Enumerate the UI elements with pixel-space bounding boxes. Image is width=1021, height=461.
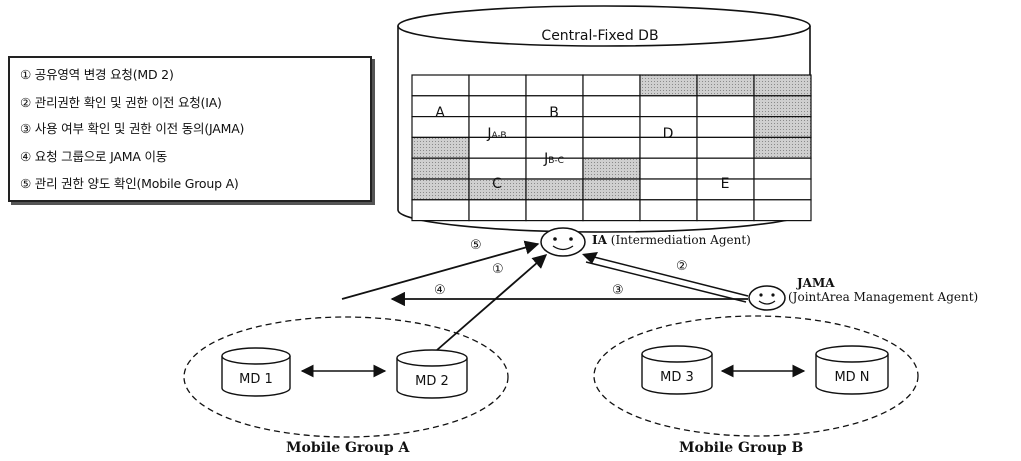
db-grid-cell	[582, 115, 641, 138]
ia-full: (Intermediation Agent)	[610, 233, 751, 247]
mdn-cylinder	[815, 345, 889, 395]
db-grid-cell	[753, 136, 812, 159]
db-grid-cell	[696, 74, 755, 97]
db-grid-cell	[411, 178, 470, 201]
db-grid-cell	[696, 199, 755, 222]
legend-box: ① 공유영역 변경 요청(MD 2) ② 관리권한 확인 및 권한 이전 요청(…	[8, 56, 372, 202]
cell-jab-sub: A-B	[491, 131, 507, 141]
cell-jab: JA-B	[477, 126, 517, 142]
step5-arrow	[341, 240, 540, 300]
md2-cylinder	[396, 349, 468, 399]
db-grid-cell	[753, 115, 812, 138]
db-grid-cell	[582, 199, 641, 222]
cell-jbc-main: J	[544, 151, 549, 167]
cell-a: A	[435, 105, 445, 121]
step5-label: ⑤	[470, 238, 482, 253]
jama-agent-icon	[748, 285, 786, 311]
step2-label: ②	[676, 259, 688, 274]
step2-arrow	[582, 252, 749, 303]
cell-b: B	[549, 105, 559, 121]
cell-jbc-sub: B-C	[548, 156, 564, 166]
db-grid-cell	[468, 74, 527, 97]
mobile-group-b-ellipse	[593, 315, 919, 437]
db-grid-cell	[582, 95, 641, 118]
cell-jab-main: J	[487, 126, 492, 142]
db-grid-cell	[753, 95, 812, 118]
jama-full: (JointArea Management Agent)	[788, 290, 979, 304]
db-grid-cell	[753, 74, 812, 97]
ia-agent-label: IA (Intermediation Agent)	[592, 233, 751, 247]
cell-e: E	[720, 176, 730, 192]
db-grid-cell	[582, 178, 641, 201]
md3-cylinder	[641, 345, 713, 395]
db-grid-cell	[411, 74, 470, 97]
db-grid-cell	[411, 157, 470, 180]
db-grid-cell	[639, 74, 698, 97]
db-grid-cell	[582, 74, 641, 97]
db-grid-cell	[639, 157, 698, 180]
db-grid-cell	[525, 74, 584, 97]
db-grid-cell	[696, 115, 755, 138]
md1-cylinder	[221, 347, 291, 397]
db-grid-cell	[639, 178, 698, 201]
step1-arrow	[436, 254, 548, 351]
md2-label: MD 2	[415, 374, 449, 389]
legend-step5: ⑤ 관리 권한 양도 확인(Mobile Group A)	[20, 176, 239, 191]
legend-step3: ③ 사용 여부 확인 및 권한 이전 동의(JAMA)	[20, 121, 245, 136]
db-grid-cell	[639, 95, 698, 118]
legend-step2: ② 관리권한 확인 및 권한 이전 요청(IA)	[20, 95, 222, 110]
md3-label: MD 3	[660, 370, 694, 385]
db-grid-cell	[468, 95, 527, 118]
mobile-group-a-ellipse	[183, 316, 509, 438]
step4-label: ④	[434, 283, 446, 298]
db-title: Central-Fixed DB	[541, 28, 659, 44]
step3-label: ③	[612, 283, 624, 298]
ia-short: IA	[592, 233, 607, 247]
db-grid-cell	[753, 199, 812, 222]
mobile-group-a-label: Mobile Group A	[286, 440, 410, 456]
db-grid	[411, 74, 812, 222]
db-grid-cell	[411, 199, 470, 222]
db-grid-cell	[525, 178, 584, 201]
db-grid-cell	[753, 178, 812, 201]
cell-jbc: JB-C	[534, 151, 574, 167]
step1-label: ①	[492, 262, 504, 277]
legend-step1: ① 공유영역 변경 요청(MD 2)	[20, 67, 174, 82]
db-grid-cell	[696, 136, 755, 159]
db-grid-cell	[696, 95, 755, 118]
db-grid-cell	[639, 199, 698, 222]
db-grid-cell	[582, 136, 641, 159]
mdn-label: MD N	[834, 370, 870, 385]
db-grid-cell	[753, 157, 812, 180]
cell-c: C	[492, 176, 502, 192]
jama-short: JAMA	[797, 276, 835, 290]
db-grid-cell	[468, 199, 527, 222]
cell-d: D	[662, 126, 674, 142]
legend-step4: ④ 요청 그룹으로 JAMA 이동	[20, 149, 168, 164]
db-grid-cell	[525, 199, 584, 222]
db-grid-cell	[582, 157, 641, 180]
mobile-group-b-label: Mobile Group B	[679, 440, 804, 456]
db-grid-cell	[411, 136, 470, 159]
ia-agent-icon	[540, 227, 586, 257]
md1-label: MD 1	[239, 372, 273, 387]
